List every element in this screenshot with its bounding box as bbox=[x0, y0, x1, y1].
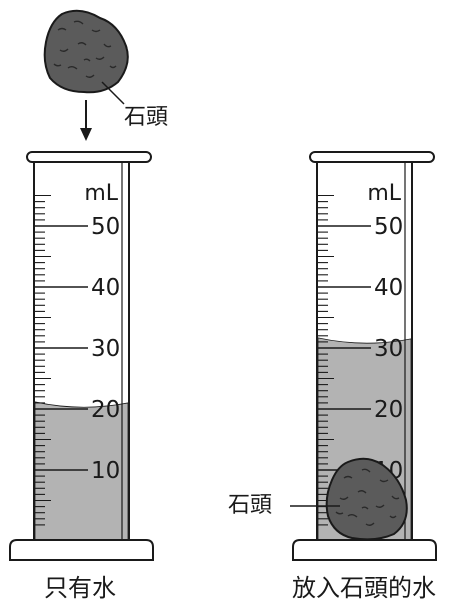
falling-stone-label: 石頭 bbox=[124, 105, 168, 130]
scale-label-40: 40 bbox=[374, 275, 403, 301]
scale-label-40: 40 bbox=[91, 275, 120, 301]
scale-label-20: 20 bbox=[91, 397, 120, 423]
drop-arrow bbox=[80, 100, 92, 141]
cylinder-base bbox=[9, 539, 154, 561]
unit-label: mL bbox=[367, 181, 401, 206]
submerged-stone-texture bbox=[335, 468, 400, 526]
submerged-stone-label: 石頭 bbox=[228, 493, 272, 518]
scale-label-30: 30 bbox=[374, 336, 403, 362]
cylinder-rim bbox=[309, 151, 435, 163]
cylinder-with-stone: mL 50 40 30 20 10 石頭 放入石頭的水 bbox=[228, 151, 437, 602]
falling-stone: 石頭 bbox=[43, 9, 168, 130]
caption-with-stone: 放入石頭的水 bbox=[292, 574, 436, 602]
scale-ticks bbox=[34, 194, 88, 526]
cylinder-base bbox=[292, 539, 437, 561]
drop-arrow-head bbox=[80, 128, 92, 141]
falling-stone-texture bbox=[53, 20, 117, 78]
scale-label-50: 50 bbox=[91, 214, 120, 240]
caption-water-only: 只有水 bbox=[44, 574, 116, 602]
cylinder-rim bbox=[26, 151, 152, 163]
cylinder-water-only: mL 50 40 30 20 10 只有水 bbox=[9, 151, 154, 602]
scale-label-50: 50 bbox=[374, 214, 403, 240]
falling-stone-leader bbox=[101, 81, 125, 105]
scale-label-10: 10 bbox=[91, 458, 120, 484]
unit-label: mL bbox=[84, 181, 118, 206]
falling-stone-shape bbox=[43, 9, 129, 94]
scale-label-20: 20 bbox=[374, 397, 403, 423]
scale-label-30: 30 bbox=[91, 336, 120, 362]
